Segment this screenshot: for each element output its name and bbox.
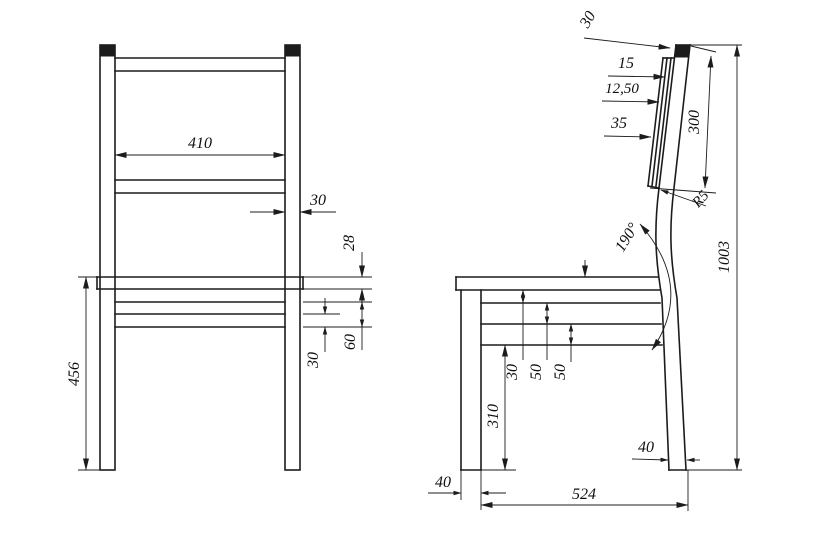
dim-side-rail-spacing-lower: 50 [552,323,574,380]
dim-side-back-leg-width: 40 [631,439,700,463]
front-mid-rail [114,179,286,194]
dim-label-front-rail-gap: 60 [342,334,359,350]
dim-label-side-back-angle: 190° [612,220,643,255]
front-left-post [99,44,116,471]
front-under-seat-rails [114,301,286,328]
front-left-post-cap [99,44,116,57]
dim-front-rail-height: 30 [305,298,328,369]
front-view: 410 30 28 456 60 30 [66,44,372,471]
dim-label-front-post-width: 30 [309,192,326,209]
dim-label-side-slat-width: 35 [610,115,627,132]
side-back-post-cap [674,44,691,58]
front-right-post-cap [284,44,301,57]
dim-label-front-seat-thickness: 28 [341,235,358,251]
dim-side-overall-height: 1003 [716,44,740,471]
dim-front-post-width: 30 [250,192,336,215]
dim-label-side-slat-thickness: 15 [618,55,634,72]
side-under-seat-rails [480,302,663,346]
dim-side-seat-to-rail: 30 [504,289,526,381]
dim-label-side-front-leg-width: 40 [435,474,451,491]
dim-label-front-inner-width: 410 [188,135,212,152]
front-seat [96,276,304,290]
dim-front-rail-gap: 60 [342,301,365,350]
dim-side-backrest-span: 300 [686,55,714,189]
dim-label-side-seat-to-rail: 30 [504,364,521,381]
dim-side-slat-width: 35 [603,115,652,140]
dim-front-seat-thickness: 28 [341,235,365,310]
dim-label-side-slat-gap: 12,50 [605,81,639,97]
dim-side-rail-spacing-upper: 50 [528,302,550,380]
dim-side-back-angle: 190° [612,220,672,351]
front-view-outline [96,44,304,471]
dim-side-slat-gap: 12,50 [601,81,660,105]
dim-label-side-back-leg-width: 40 [638,439,654,456]
dim-label-side-overall-height: 1003 [716,241,733,273]
dim-label-side-rail-spacing-lower: 50 [552,364,569,380]
front-extension-lines [78,276,372,471]
dim-side-rail-bottom-to-floor: 310 [485,344,508,471]
dim-label-front-rail-height: 30 [305,352,322,369]
dim-side-slat-thickness: 15 [607,55,666,80]
dim-label-side-post-top-depth: 30 [576,9,599,32]
side-view: 30 15 12,50 35 300 R5 190° 1003 [428,9,742,511]
dim-label-front-seat-height: 456 [66,362,83,386]
dim-label-side-rail-spacing-upper: 50 [528,364,545,380]
dim-side-post-top-depth: 30 [576,9,671,50]
dim-side-overall-depth: 524 [480,486,689,508]
front-right-post [284,44,301,471]
dim-label-side-rail-bottom-to-floor: 310 [485,404,502,429]
side-front-leg [460,289,482,471]
dim-front-inner-width: 410 [114,135,286,158]
dim-label-side-backrest-span: 300 [686,110,703,135]
side-seat [455,276,661,291]
dim-label-side-overall-depth: 524 [572,486,596,503]
front-top-rail [114,57,286,72]
dim-side-front-leg-width: 40 [428,474,506,496]
dim-front-seat-height: 456 [66,276,89,471]
